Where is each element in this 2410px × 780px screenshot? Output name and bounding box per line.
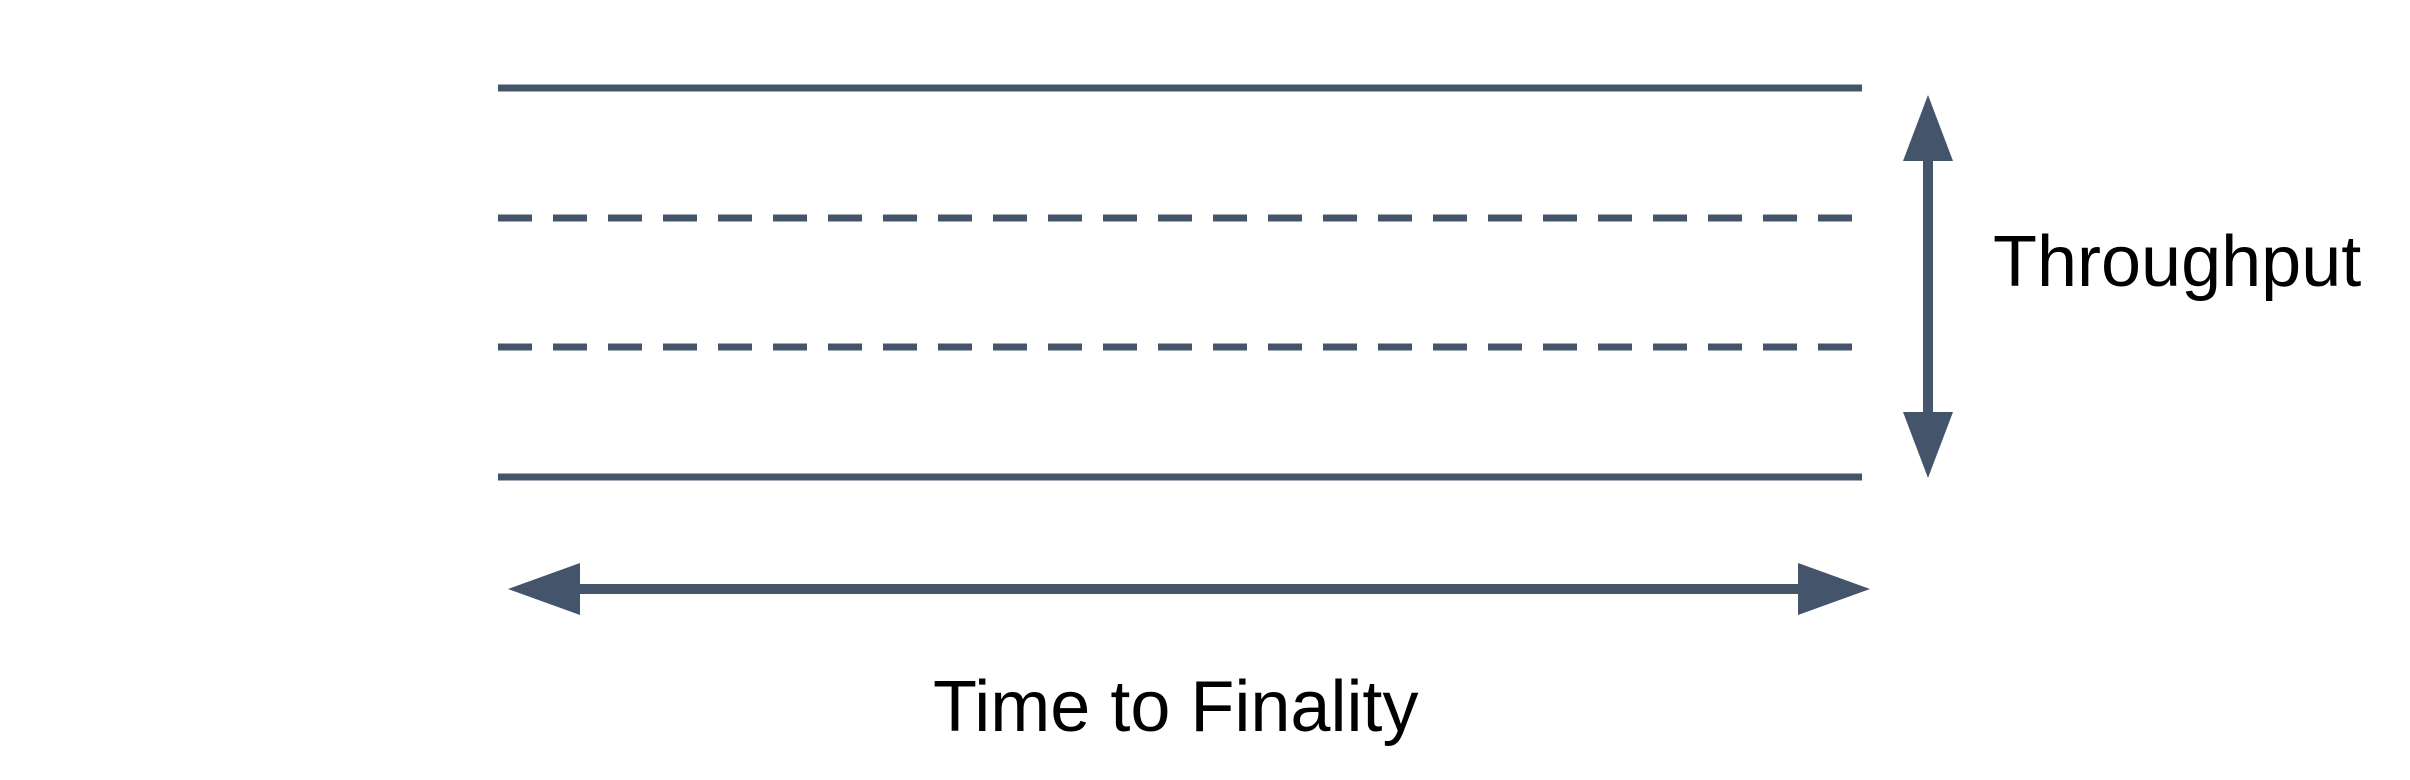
throughput-arrow [1903, 95, 1953, 478]
throughput-arrow-shaft [1923, 155, 1933, 418]
time-to-finality-arrow-head-right [1798, 563, 1870, 615]
time-to-finality-arrow-head-left [508, 563, 580, 615]
time-to-finality-arrow-shaft [575, 584, 1803, 594]
throughput-arrow-head-up [1903, 95, 1953, 161]
throughput-arrow-head-down [1903, 412, 1953, 478]
time-to-finality-arrow [508, 563, 1870, 615]
lane-lines-group [498, 84, 1862, 481]
time-to-finality-label: Time to Finality [933, 667, 1419, 747]
throughput-label: Throughput [1993, 222, 2362, 302]
